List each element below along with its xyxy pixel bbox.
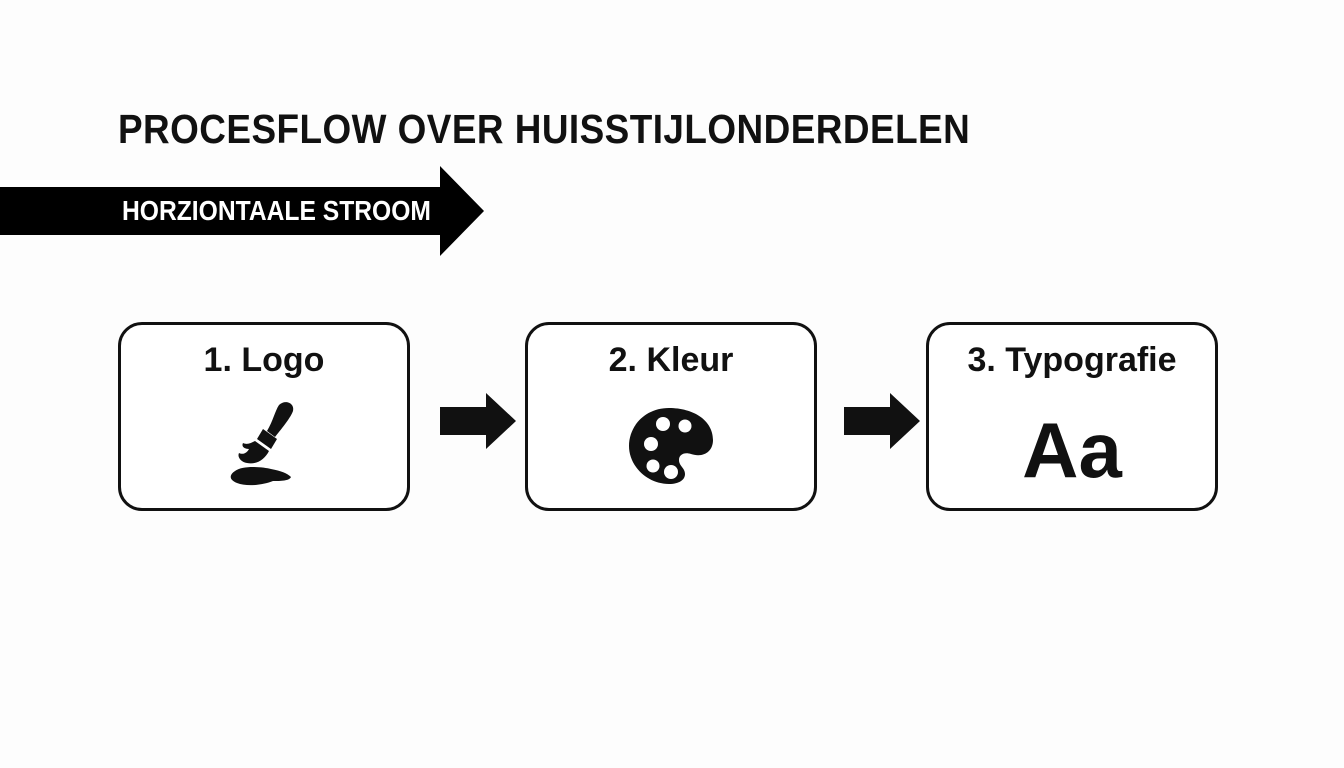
connector-arrow-1: [438, 391, 518, 451]
step-typografie: 3. Typografie Aa: [926, 322, 1218, 511]
arrow-right-icon: [440, 393, 516, 449]
connector-arrow-2: [842, 391, 922, 451]
flow-direction-banner: HORZIONTAALE STROOM: [0, 166, 484, 256]
step-logo: 1. Logo: [118, 322, 410, 511]
step-label-kleur: 2. Kleur: [608, 341, 734, 379]
palette-icon: [629, 408, 713, 484]
banner-label: HORZIONTAALE STROOM: [122, 195, 431, 226]
step-kleur: 2. Kleur: [525, 322, 817, 511]
banner-arrow-icon: [0, 166, 484, 256]
diagram-title: PROCESFLOW OVER HUISSTIJLONDERDELEN: [118, 106, 971, 152]
step-label-typografie: 3. Typografie: [967, 341, 1177, 379]
arrow-right-icon: [844, 393, 920, 449]
step-label-logo: 1. Logo: [203, 341, 325, 379]
paintbrush-icon: [230, 402, 294, 486]
typography-icon: Aa: [1022, 406, 1122, 494]
